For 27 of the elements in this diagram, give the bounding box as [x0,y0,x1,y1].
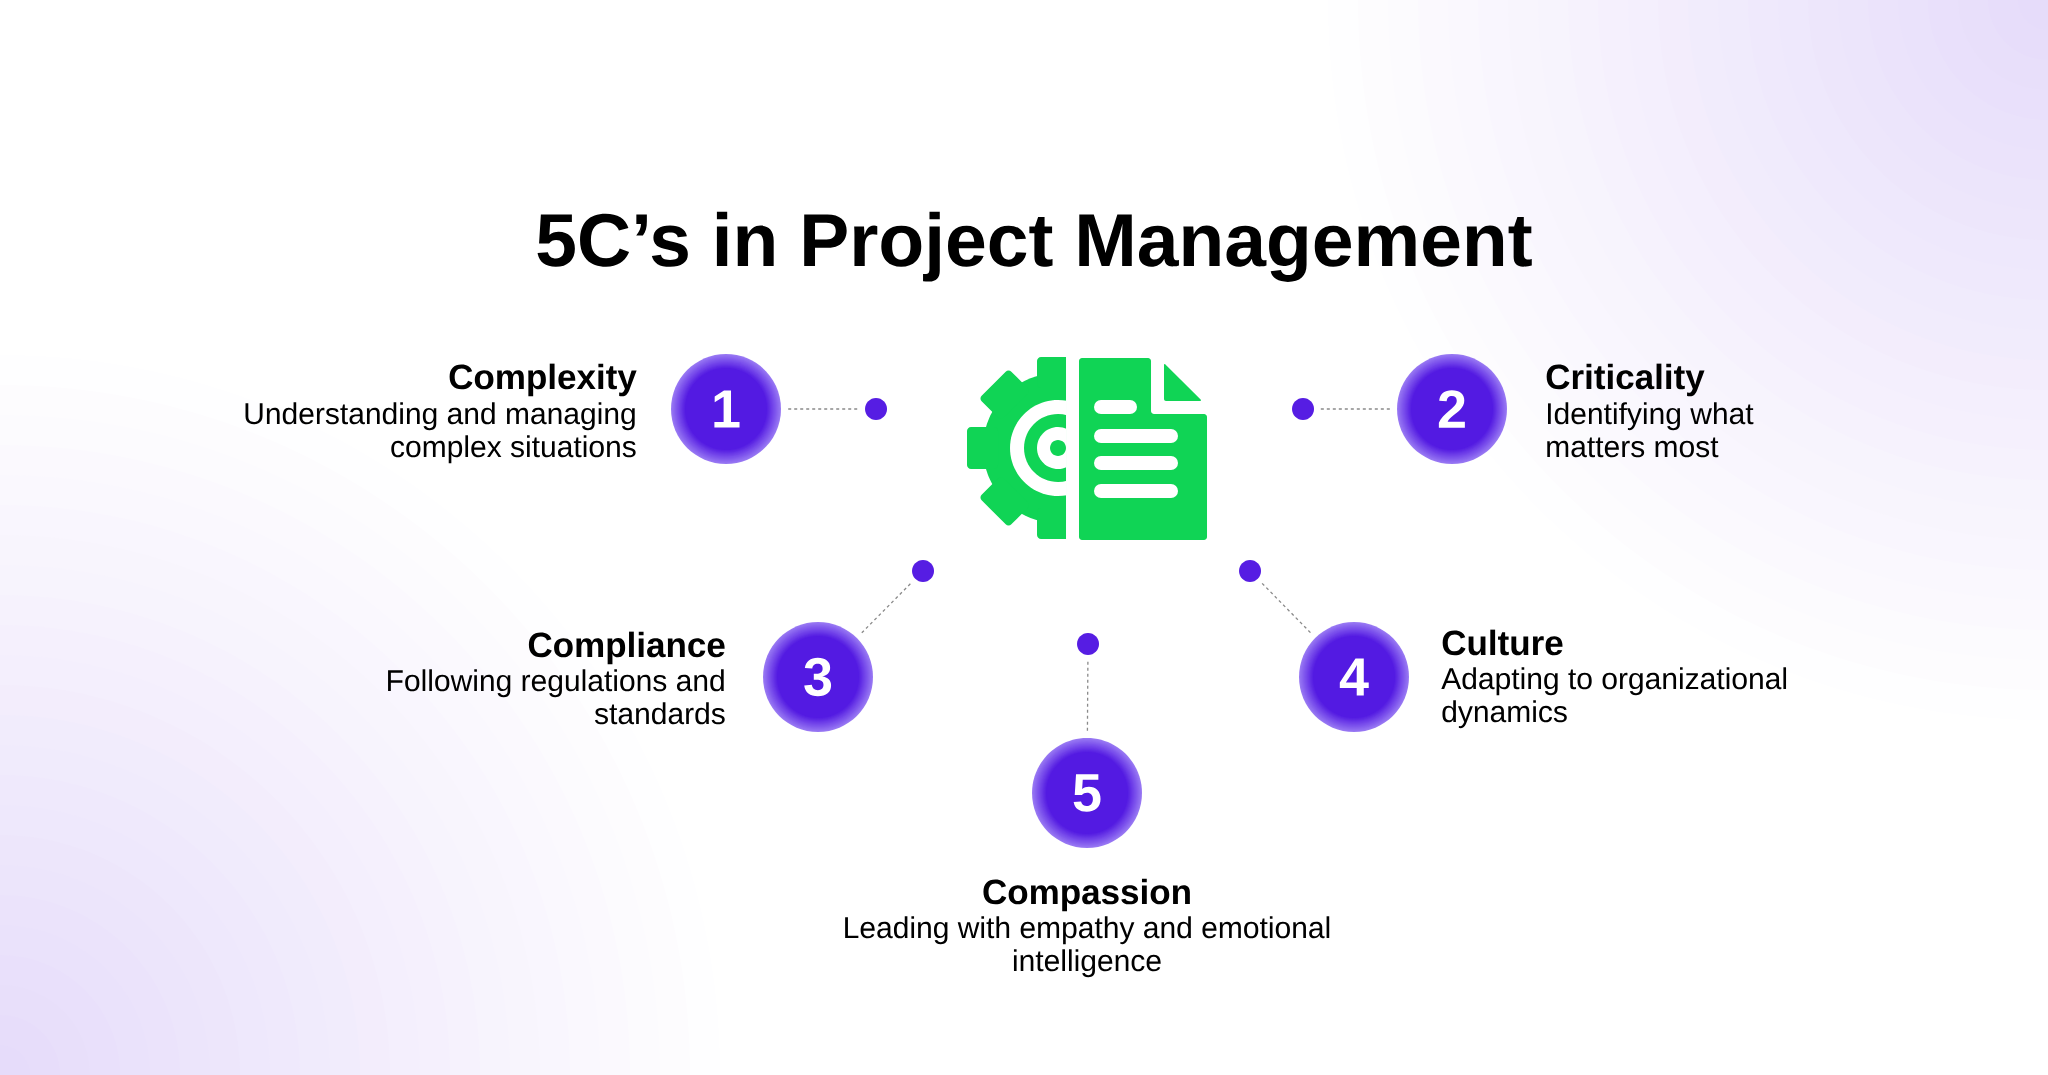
item-heading: Culture [1442,629,1563,656]
dashed-line [1086,660,1089,732]
dot [912,560,934,582]
number-label: 1 [714,390,740,428]
item-description: Understanding and managing complex situations [245,402,636,464]
item-heading: Compassion [983,878,1190,912]
item-description: Leading with empathy and emotional intelligence [845,916,1330,978]
dot [1239,560,1261,582]
number-label: 3 [804,657,832,697]
dashed-line [787,408,860,410]
item-description: Adapting to organizational dynamics [1441,667,1787,729]
item-heading: Complexity [449,363,637,397]
item-heading: Criticality [1546,363,1705,397]
dashed-line [861,582,912,634]
dot [1292,398,1314,420]
number-label: 4 [1339,658,1369,696]
item-description: Identifying what matters most [1547,402,1754,458]
number-label: 2 [1438,390,1465,428]
number-label: 5 [1073,774,1101,812]
title: 5C’s in Project Management [537,211,1532,282]
item-heading: Compliance [528,631,725,665]
item-description: Following regulations and standards [388,669,725,725]
gear-document-icon [967,357,1207,540]
dashed-line [1319,408,1391,410]
dot [865,398,887,420]
dashed-line [1261,582,1312,634]
dot [1077,633,1099,655]
